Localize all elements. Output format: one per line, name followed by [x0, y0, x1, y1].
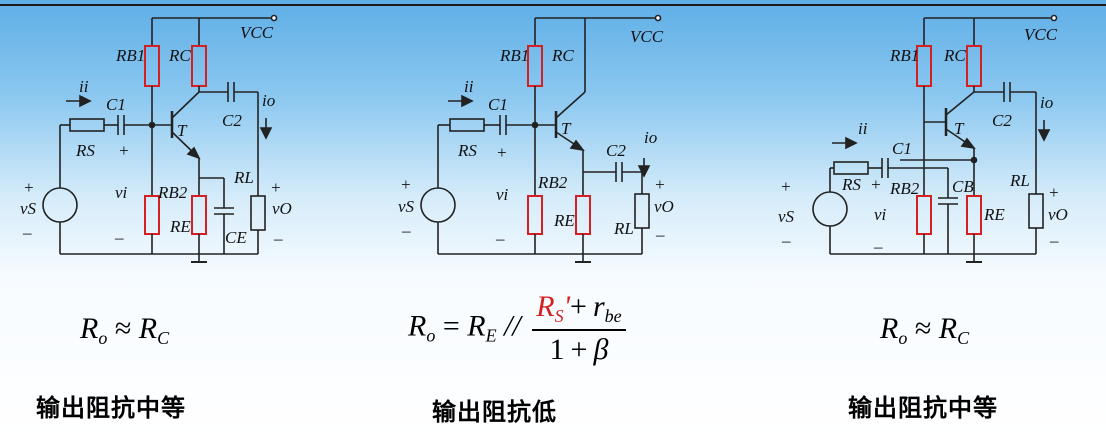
label-vo: vO	[1048, 205, 1068, 224]
label-vs: vS	[778, 207, 795, 226]
resistor-rb2	[527, 195, 543, 235]
label-ii: ii	[464, 77, 474, 96]
label-re: RE	[553, 211, 575, 230]
label-minus-src: –	[22, 223, 32, 242]
label-re: RE	[983, 205, 1005, 224]
resistor-rs	[833, 161, 869, 175]
label-plus-out: +	[654, 175, 665, 194]
resistor-rl	[634, 193, 650, 229]
label-vi: vi	[496, 185, 509, 204]
source-vs	[420, 187, 456, 223]
label-t: T	[177, 121, 188, 140]
label-ii: ii	[79, 77, 89, 96]
label-plus-in: +	[118, 141, 129, 160]
label-rs: RS	[841, 175, 861, 194]
caption-common-base: 输出阻抗中等	[848, 394, 998, 422]
circuit-common-emitter: VCC RB1 RC C1 C2 T ii io RS + + vS – vi …	[0, 8, 300, 273]
label-plus-src: +	[400, 175, 411, 194]
label-c1: C1	[892, 139, 912, 158]
label-rs: RS	[75, 141, 95, 160]
highlight-rs-prime: RS'	[536, 290, 570, 326]
label-minus-in: –	[873, 237, 883, 256]
resistor-re	[966, 195, 982, 235]
label-vi: vi	[874, 205, 887, 224]
label-rb1: RB1	[499, 46, 529, 65]
label-re: RE	[169, 217, 191, 236]
formula-ro-common-collector: Ro = RE // RS'+ rbe 1 + β	[408, 290, 626, 367]
label-rc: RC	[943, 46, 966, 65]
label-plus-src: +	[780, 177, 791, 196]
label-c2: C2	[222, 111, 242, 130]
label-rb2: RB2	[537, 173, 568, 192]
label-plus-in: +	[870, 175, 881, 194]
label-plus-out: +	[1048, 183, 1059, 202]
label-vs: vS	[398, 197, 415, 216]
label-plus-src: +	[23, 178, 34, 197]
label-rb2: RB2	[157, 183, 188, 202]
label-vo: vO	[654, 197, 674, 216]
resistor-rs	[69, 118, 105, 132]
label-vo: vO	[272, 199, 292, 218]
label-io: io	[1040, 93, 1053, 112]
label-minus-out: –	[655, 225, 665, 244]
label-rb1: RB1	[889, 46, 919, 65]
label-rc: RC	[551, 46, 574, 65]
label-minus-src: –	[781, 231, 791, 250]
label-vs: vS	[20, 199, 37, 218]
label-rl: RL	[613, 219, 634, 238]
label-minus-in: –	[114, 228, 124, 247]
label-plus-out: +	[270, 178, 281, 197]
label-minus-out: –	[1049, 231, 1059, 250]
label-rs: RS	[457, 141, 477, 160]
formula-ro-common-emitter: Ro ≈ RC	[80, 312, 170, 348]
resistor-rb2	[144, 195, 160, 235]
resistor-rs	[449, 118, 485, 132]
resistor-rb1	[527, 45, 543, 87]
top-divider	[0, 4, 1106, 6]
resistor-rb1	[144, 45, 160, 87]
label-c1: C1	[106, 95, 126, 114]
label-minus-in: –	[495, 229, 505, 248]
label-vcc: VCC	[1024, 25, 1058, 44]
label-t: T	[561, 119, 572, 138]
circuit-common-collector: VCC RB1 RC C1 C2 T ii io RS + + vS – vi …	[378, 8, 688, 273]
caption-common-collector: 输出阻抗低	[432, 398, 557, 426]
resistor-rc	[191, 45, 207, 87]
label-rl: RL	[1009, 171, 1030, 190]
label-vcc: VCC	[240, 23, 274, 42]
resistor-rc	[966, 45, 982, 87]
label-ce: CE	[225, 228, 247, 247]
label-vcc: VCC	[630, 27, 664, 46]
circuit-common-base: VCC RB1 RC C1 C2 T ii io RS + + vS – vi …	[770, 8, 1090, 273]
label-io: io	[644, 128, 657, 147]
source-vs	[812, 191, 848, 227]
label-c2: C2	[606, 141, 626, 160]
label-ii: ii	[858, 119, 868, 138]
label-minus-out: –	[273, 229, 283, 248]
label-minus-src: –	[401, 221, 411, 240]
label-rl: RL	[233, 168, 254, 187]
label-vi: vi	[115, 183, 128, 202]
label-rb1: RB1	[115, 46, 145, 65]
source-vs	[42, 187, 78, 223]
label-rb2: RB2	[889, 179, 920, 198]
formula-ro-common-base: Ro ≈ RC	[880, 312, 970, 348]
label-t: T	[954, 119, 965, 138]
label-io: io	[262, 91, 275, 110]
label-cb: CB	[952, 177, 974, 196]
label-rc: RC	[168, 46, 191, 65]
resistor-re	[575, 195, 591, 235]
label-c2: C2	[992, 111, 1012, 130]
resistor-re	[191, 195, 207, 235]
label-c1: C1	[488, 95, 508, 114]
resistor-rl	[1028, 193, 1044, 229]
resistor-rb2	[916, 195, 932, 235]
caption-common-emitter: 输出阻抗中等	[36, 394, 186, 422]
label-plus-in: +	[496, 143, 507, 162]
resistor-rl	[250, 195, 266, 231]
